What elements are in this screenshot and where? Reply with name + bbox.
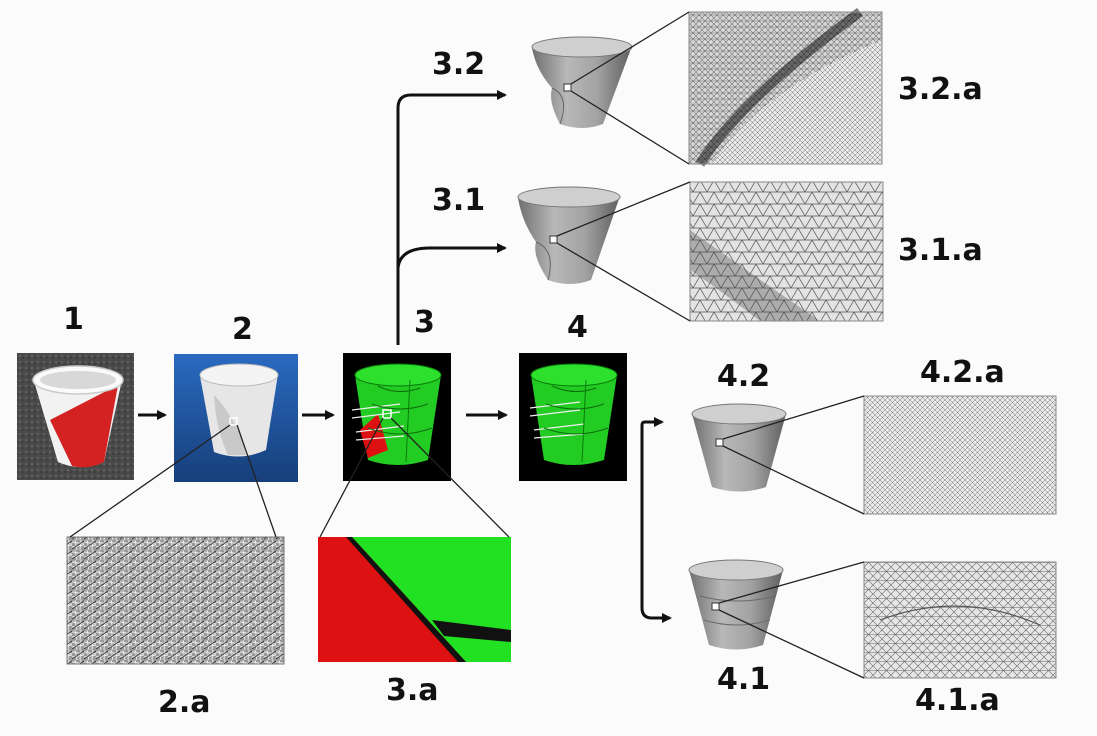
stage-2-photo bbox=[174, 354, 298, 482]
zoom-connectors bbox=[69, 11, 865, 679]
zoom-3-1-a bbox=[689, 181, 884, 322]
label-step-4-1: 4.1 bbox=[717, 662, 771, 697]
arrow-3-to-3-2 bbox=[396, 90, 507, 345]
label-zoom-3-a: 3.a bbox=[386, 673, 439, 708]
zoom-2-a bbox=[66, 536, 285, 665]
stage-3-1-mesh bbox=[517, 186, 621, 284]
stage-3-2-mesh bbox=[531, 36, 633, 129]
stage-4-2-mesh bbox=[691, 403, 787, 492]
zoom-3-a bbox=[318, 537, 511, 662]
label-step-4-2: 4.2 bbox=[717, 359, 771, 394]
arrow-4-to-4-2 bbox=[640, 417, 664, 430]
label-zoom-4-1-a: 4.1.a bbox=[915, 683, 1000, 718]
label-step-1: 1 bbox=[63, 302, 84, 337]
zoom-4-2-a bbox=[863, 395, 1057, 515]
label-zoom-2-a: 2.a bbox=[158, 685, 211, 720]
stage-4-segmentation bbox=[519, 353, 627, 481]
flow-arrows bbox=[138, 90, 672, 623]
label-step-3: 3 bbox=[414, 305, 435, 340]
label-step-2: 2 bbox=[232, 312, 253, 347]
label-step-3-1: 3.1 bbox=[432, 183, 486, 218]
zoom-3-2-a bbox=[688, 7, 883, 167]
label-zoom-4-2-a: 4.2.a bbox=[920, 355, 1005, 390]
label-step-3-2: 3.2 bbox=[432, 47, 486, 82]
zoom-4-1-a bbox=[863, 561, 1057, 679]
arrow-3-to-3-1 bbox=[396, 243, 507, 269]
label-zoom-3-2-a: 3.2.a bbox=[898, 72, 983, 107]
stage-1-photo bbox=[17, 353, 134, 480]
label-step-4: 4 bbox=[567, 310, 588, 345]
arrow-4-to-4-1 bbox=[640, 430, 672, 623]
label-zoom-3-1-a: 3.1.a bbox=[898, 233, 983, 268]
stage-4-1-mesh bbox=[688, 559, 784, 650]
